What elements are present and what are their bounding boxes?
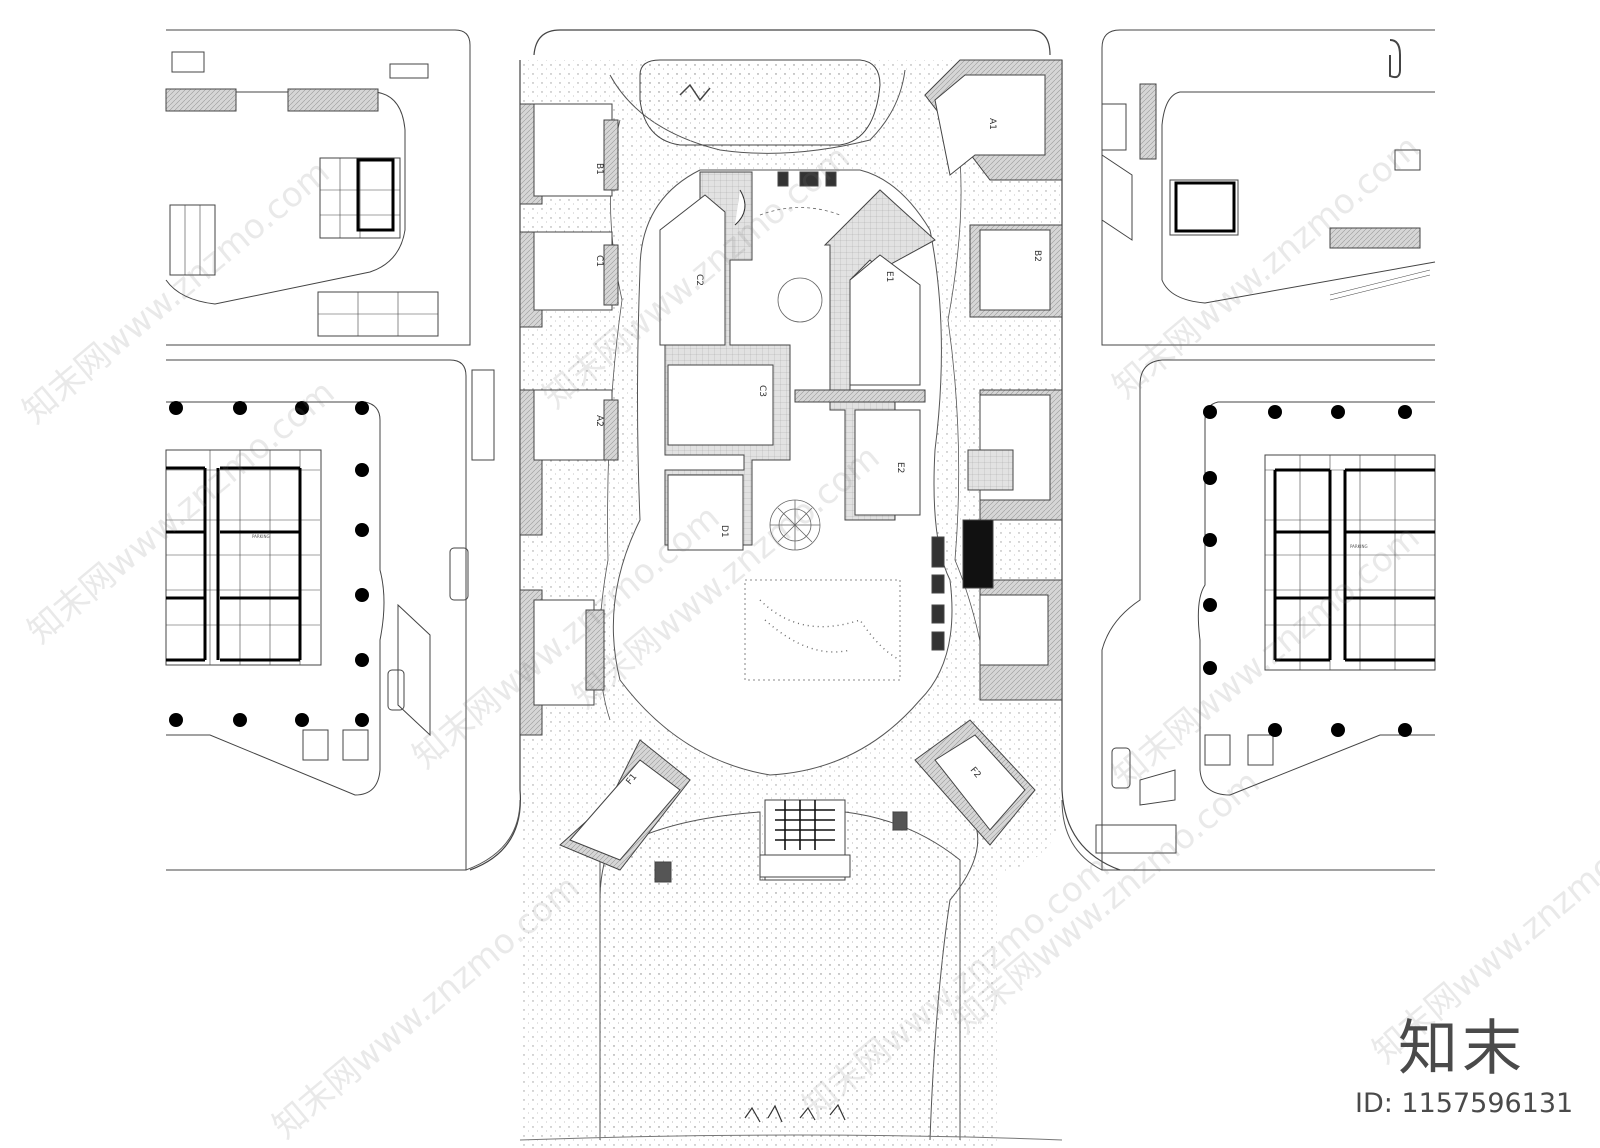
parking-label-left: PARKING (252, 534, 270, 539)
inner-left-cluster (659, 171, 791, 551)
plaza-features (744, 207, 901, 681)
west-buildings (519, 103, 619, 736)
east-buildings (924, 59, 1063, 701)
left-lower-block (165, 359, 495, 871)
unit-labels: B1 C1 C2 C3 D1 E1 E2 B2 A1 A2 F1 F2 (594, 118, 1042, 787)
unit-label: D1 (719, 525, 729, 538)
right-upper-block (1101, 29, 1436, 346)
road-curves (465, 799, 1103, 1141)
unit-label: C3 (757, 385, 767, 397)
parking-label-right: PARKING (1350, 544, 1368, 549)
bottom-sculptures (744, 1103, 846, 1123)
right-columns (1203, 405, 1412, 737)
unit-label: E2 (895, 462, 905, 473)
unit-label: C2 (694, 274, 704, 286)
left-columns (169, 401, 369, 727)
unit-label: C1 (594, 255, 604, 267)
brand-logo: 知末 (1398, 1014, 1526, 1084)
south-pavilions (559, 171, 1036, 883)
unit-label: B2 (1032, 250, 1042, 262)
image-id: ID: 1157596131 (1355, 1088, 1574, 1119)
inner-right-cluster (794, 189, 936, 521)
unit-label: B1 (594, 163, 604, 175)
top-oval-garden (639, 59, 881, 146)
left-upper-block (165, 29, 471, 346)
unit-label: E1 (884, 271, 894, 282)
unit-label: A1 (987, 118, 997, 130)
unit-label: A2 (594, 415, 604, 427)
right-lower-block (1095, 359, 1436, 871)
